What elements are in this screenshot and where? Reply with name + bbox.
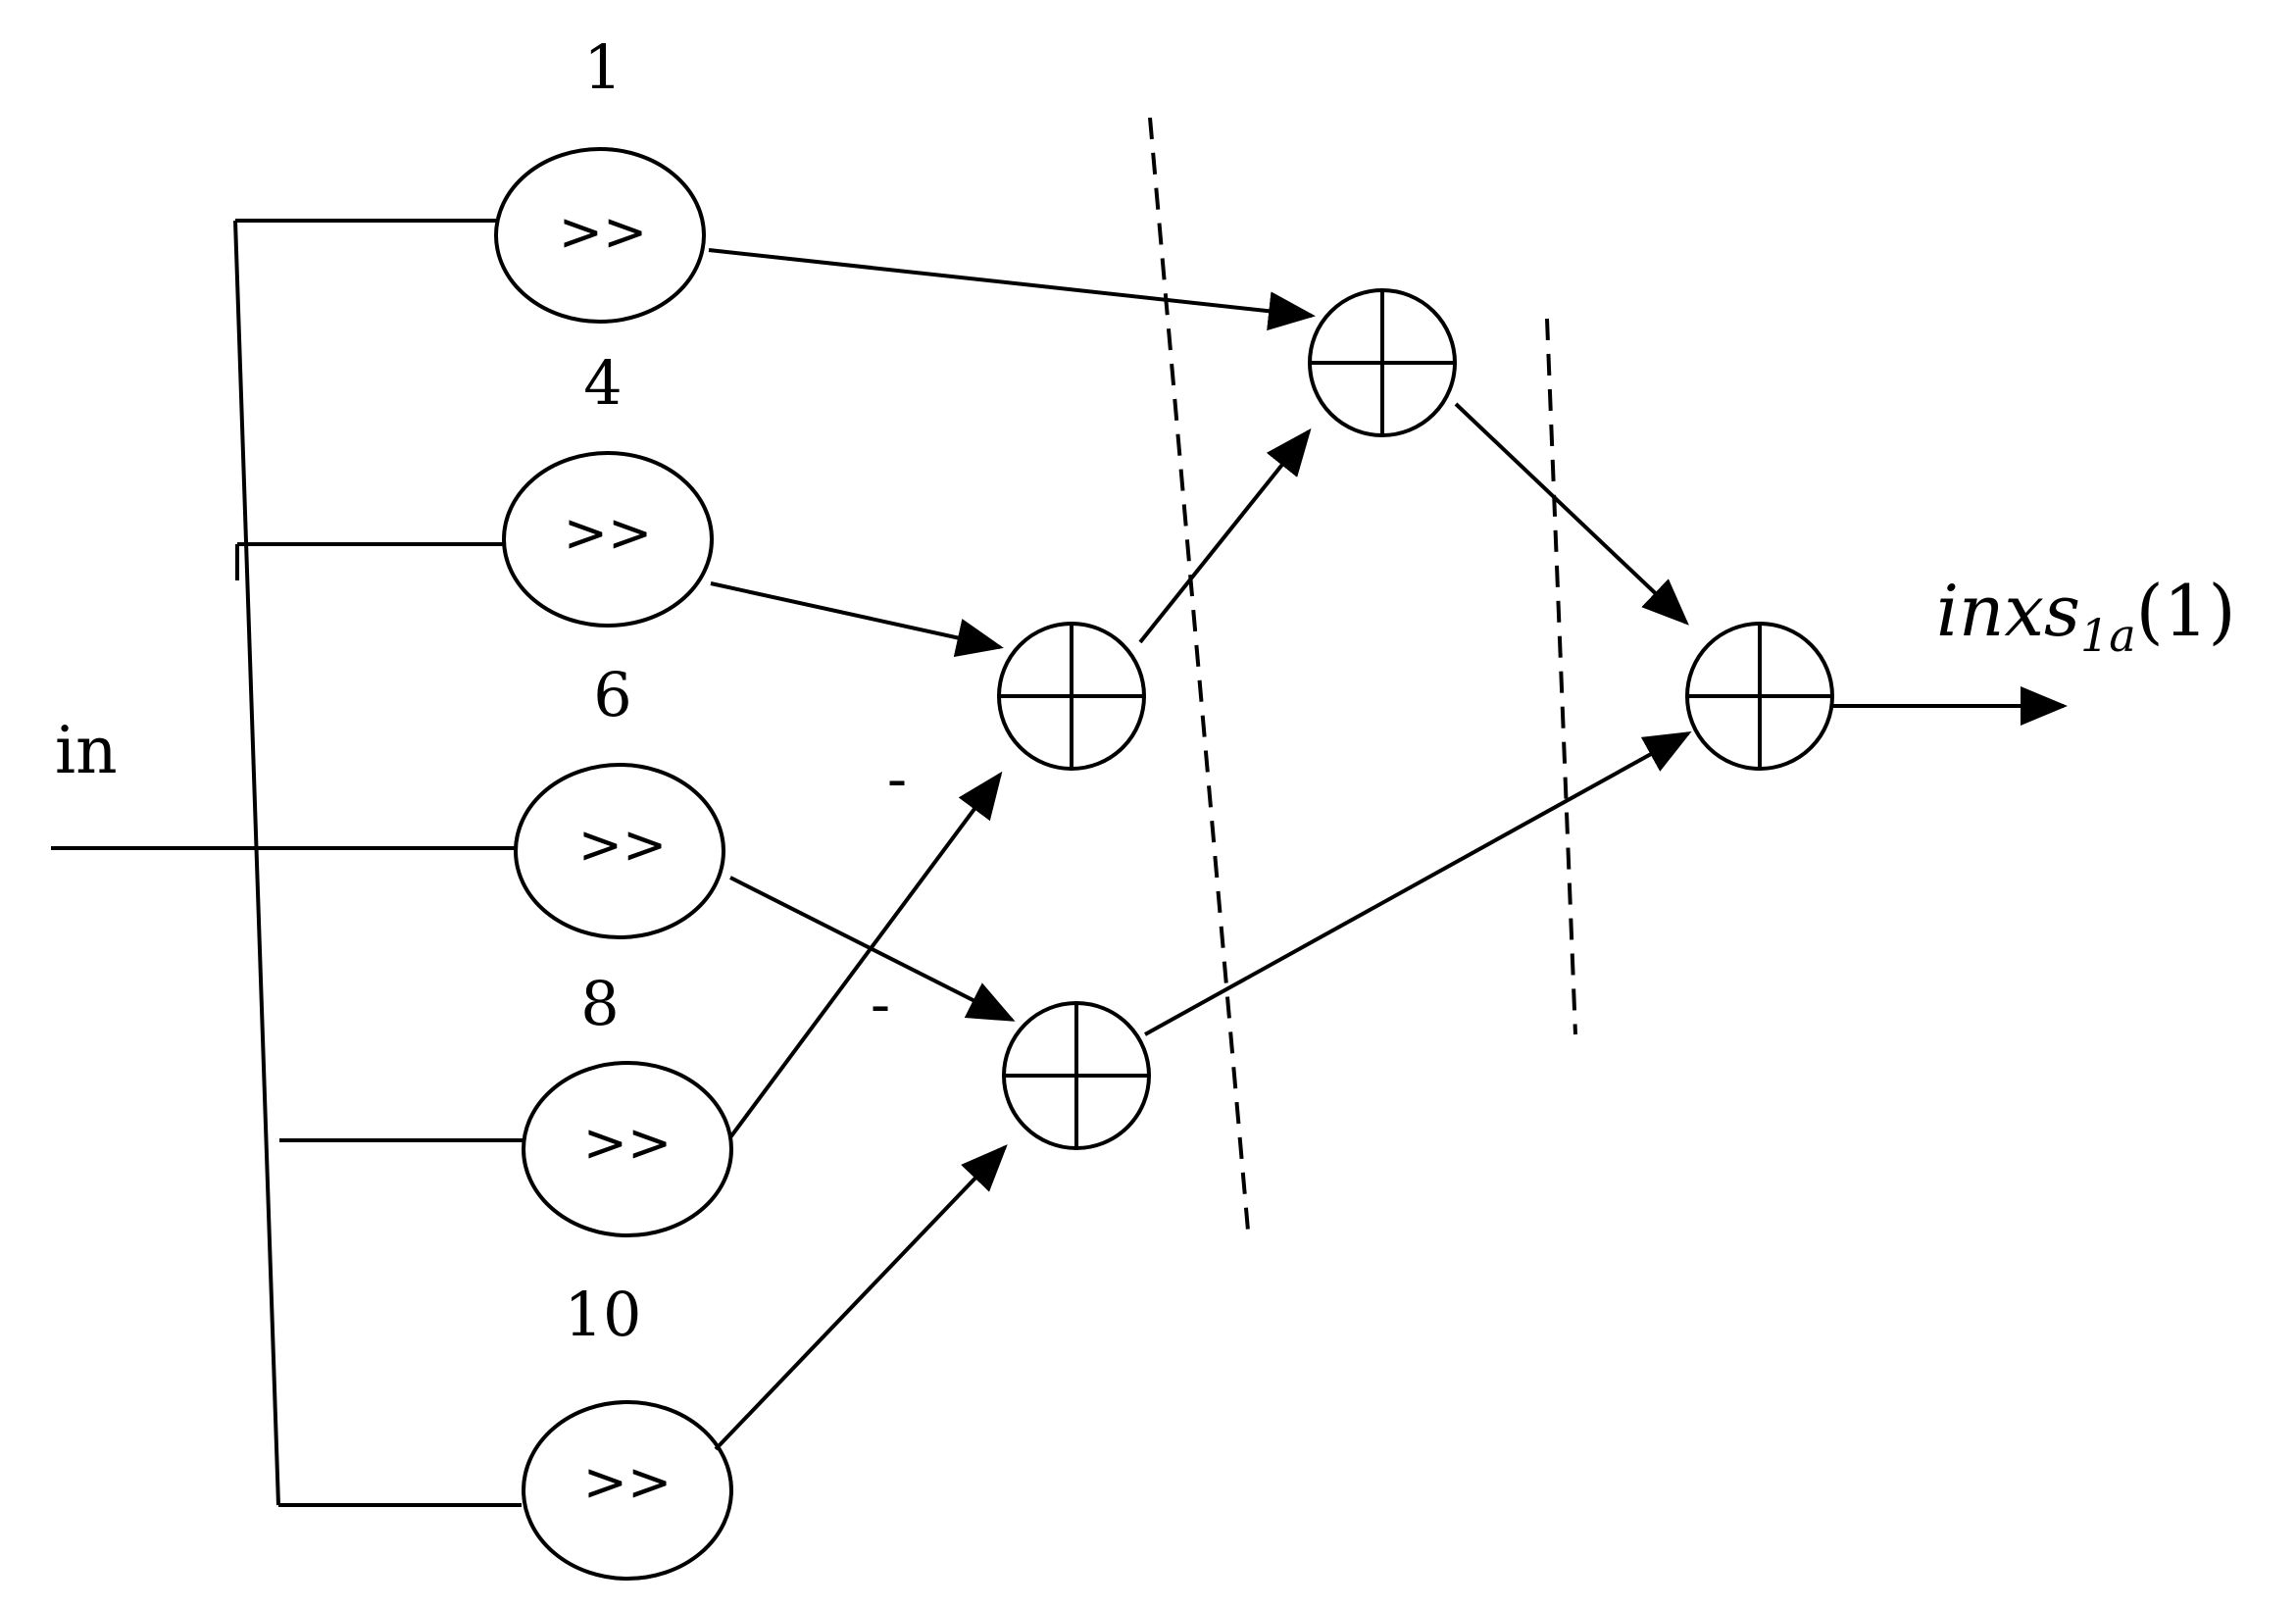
- distribution-bus: [233, 220, 280, 1506]
- output-label: inxs1a(1): [1936, 570, 2236, 662]
- arrow-shift1-to-adder3: [708, 248, 1316, 331]
- shifter-4: 4 >>: [502, 347, 714, 628]
- shift-symbol-10: >>: [583, 1451, 673, 1513]
- pipeline-stage-line-1: [1148, 117, 1250, 1232]
- shifter-ellipse-6: [514, 763, 725, 939]
- shifter-8: 8 >>: [522, 968, 733, 1237]
- adder-1: [997, 622, 1146, 771]
- shifter-ellipse-8: [522, 1061, 733, 1237]
- output-label-base: inxs: [1936, 570, 2080, 652]
- shift-amount-1: 1: [583, 31, 622, 103]
- shifter-1: 1 >>: [494, 31, 706, 324]
- arrow-shift8-to-adder1: [728, 771, 1003, 1139]
- shift-symbol-1: >>: [559, 201, 648, 263]
- input-label: in: [55, 713, 118, 788]
- output-label-subscript: 1a: [2080, 609, 2136, 662]
- adder-2: [1002, 1001, 1151, 1150]
- adder-3: [1308, 288, 1457, 437]
- shifter-ellipse-10: [522, 1400, 733, 1581]
- arrow-adder1-to-adder3: [1138, 427, 1312, 644]
- minus-sign-adder2: -: [871, 971, 890, 1039]
- arrow-adder3-to-adder4: [1454, 402, 1689, 626]
- shift-symbol-8: >>: [583, 1112, 673, 1174]
- arrow-adder2-to-adder4: [1144, 731, 1692, 1036]
- shift-symbol-6: >>: [578, 814, 668, 876]
- shifter-ellipse-4: [502, 451, 714, 628]
- shift-symbol-4: >>: [564, 502, 653, 564]
- pipeline-stage-line-2: [1545, 318, 1577, 1035]
- shift-amount-6: 6: [593, 659, 631, 730]
- shifter-6: 6 >>: [514, 659, 725, 939]
- shift-amount-8: 8: [580, 968, 619, 1039]
- shifter-10: 10 >>: [522, 1279, 733, 1581]
- adder-4: [1685, 622, 1834, 771]
- shifter-ellipse-1: [494, 147, 706, 324]
- shift-amount-4: 4: [583, 347, 622, 419]
- arrow-shift10-to-adder2: [714, 1144, 1008, 1451]
- output-label-argument: (1): [2136, 570, 2236, 652]
- minus-sign-adder1: -: [887, 745, 907, 814]
- shift-amount-10: 10: [565, 1279, 642, 1350]
- arrow-shift4-to-adder1: [710, 581, 1004, 658]
